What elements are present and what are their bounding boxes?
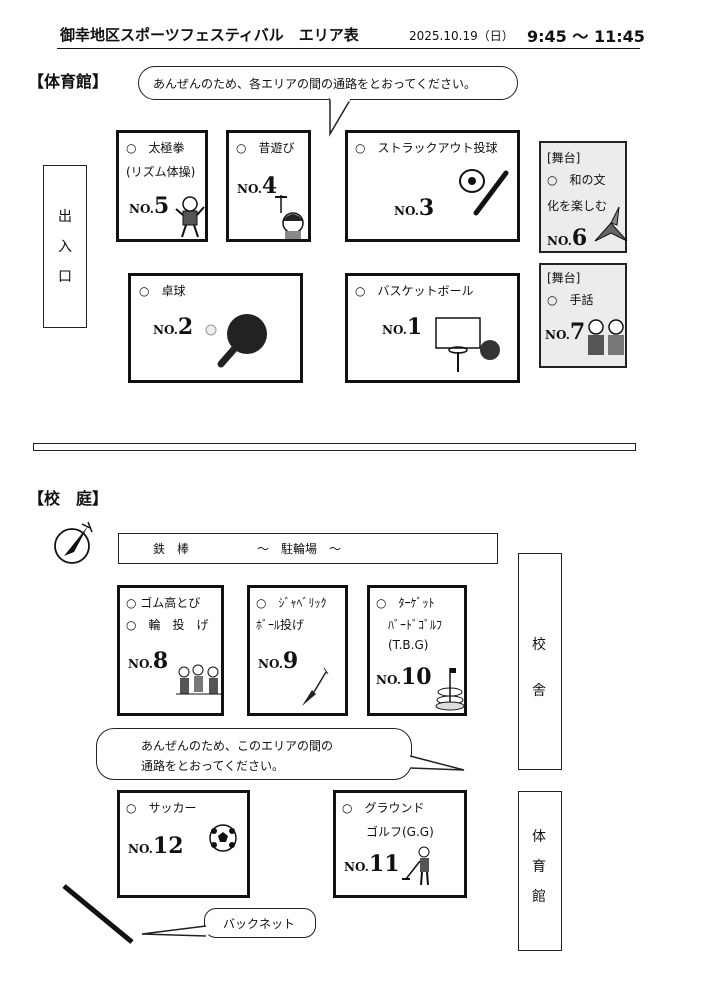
children-jumping-icon [176, 664, 222, 695]
page-title: 御幸地区スポーツフェスティバル エリア表 [60, 26, 359, 44]
back-net-line [62, 884, 134, 944]
yard-area-8[interactable]: ○ ゴム高とび ○ 輪 投 げ NO.8 [117, 585, 224, 716]
stage-6-name: ○ 和の文 [547, 173, 606, 187]
compass-north-icon [54, 521, 93, 564]
yard-area-11[interactable]: ○ グラウンド ゴルフ(G.G) NO.11 [333, 790, 467, 898]
area-10-name2: ﾊﾞｰﾄﾞｺﾞﾙﾌ [388, 618, 443, 632]
area-9-number: NO.9 [258, 648, 299, 674]
area-8-name2: ○ 輪 投 げ [126, 618, 209, 632]
area-9-name1: ○ ｼﾞｬﾍﾞﾘｯｸ [256, 596, 327, 610]
stage-6-number: NO.6 [547, 225, 588, 251]
javelin-ball-icon [302, 667, 329, 706]
area-11-name1: ○ グラウンド [342, 801, 425, 815]
stage-7-number: NO.7 [545, 319, 586, 345]
school-label: 校舎 [532, 637, 546, 699]
page-header: 御幸地区スポーツフェスティバル エリア表 2025.10.19（日） 9:45 … [57, 22, 645, 49]
area-10-number: NO.10 [376, 664, 432, 690]
area-5-sub: (リズム体操) [126, 165, 196, 179]
taichi-figure-icon [175, 196, 205, 238]
area-5-number: NO.5 [129, 193, 170, 219]
area-12-name: ○ サッカー [126, 801, 197, 815]
area-4-name: ○ 昔遊び [236, 141, 295, 155]
yard-notice-line2: 通路をとおってください。 [141, 759, 285, 773]
yard-heading: 【校 庭】 [28, 489, 109, 508]
stage-7-tag: [舞台] [547, 271, 581, 285]
area-11-name2: ゴルフ(G.G) [366, 825, 434, 839]
gymnasium-label: 体育館 [532, 829, 546, 905]
basketball-hoop-icon [435, 317, 500, 372]
school-building[interactable]: 校舎 [518, 553, 562, 770]
section-divider [33, 443, 636, 451]
target-birdie-golf-icon [435, 668, 465, 711]
parking-label: ～ 駐輪場 ～ [257, 542, 342, 556]
area-5-name: ○ 太極拳 [126, 141, 185, 155]
gym-entrance[interactable]: 出入口 [43, 165, 87, 328]
gym-area-5[interactable]: ○ 太極拳 (リズム体操) NO.5 [116, 130, 208, 242]
area-10-name1: ○ ﾀｰｹﾞｯﾄ [376, 596, 435, 610]
glove-bat-icon [459, 169, 509, 216]
yard-area-12[interactable]: ○ サッカー NO.12 [117, 790, 250, 898]
backnet-label: バックネット [223, 917, 296, 931]
area-1-name: ○ バスケットボール [355, 284, 474, 298]
area-10-name3: (T.B.G) [388, 638, 429, 652]
ground-golf-player-icon [402, 846, 430, 886]
yard-notice-pointer [407, 755, 465, 771]
area-12-number: NO.12 [128, 833, 184, 859]
stage-7-name: ○ 手話 [547, 293, 594, 307]
area-4-number: NO.4 [237, 173, 278, 199]
yard-notice-line1: あんぜんのため、このエリアの間の [141, 739, 334, 753]
area-2-name: ○ 卓球 [139, 284, 186, 298]
gym-heading: 【体育館】 [28, 72, 109, 91]
area-9-name2: ﾎﾞｰﾙ投げ [256, 618, 305, 632]
stage-6-sub: 化を楽しむ [547, 199, 608, 213]
gym-entrance-label: 出入口 [58, 209, 72, 285]
area-3-name: ○ ストラックアウト投球 [355, 141, 498, 155]
gym-area-1[interactable]: ○ バスケットボール NO.1 [345, 273, 520, 383]
area-8-name1: ○ ゴム高とび [126, 596, 201, 610]
paper-crane-icon [594, 206, 628, 242]
stage-6-tag: [舞台] [547, 151, 581, 165]
event-date: 2025.10.19（日） [409, 29, 514, 43]
yard-area-10[interactable]: ○ ﾀｰｹﾞｯﾄ ﾊﾞｰﾄﾞｺﾞﾙﾌ (T.B.G) NO.10 [367, 585, 467, 716]
gym-area-3[interactable]: ○ ストラックアウト投球 NO.3 [345, 130, 520, 242]
stage-area-7[interactable]: [舞台] ○ 手話 NO.7 [539, 263, 627, 368]
backnet-pointer [141, 925, 209, 937]
gym-area-4[interactable]: ○ 昔遊び NO.4 [226, 130, 311, 242]
yard-notice-bubble: あんぜんのため、このエリアの間の 通路をとおってください。 [96, 728, 412, 780]
soccer-ball-icon [209, 824, 237, 852]
sign-language-people-icon [588, 319, 624, 355]
ping-pong-paddle-icon [205, 314, 267, 368]
gym-notice-text: あんぜんのため、各エリアの間の通路をとおってください。 [153, 77, 477, 91]
area-11-number: NO.11 [344, 851, 400, 877]
bars-label: 鉄 棒 [153, 542, 190, 556]
backnet-bubble: バックネット [204, 908, 316, 938]
gym-area-2[interactable]: ○ 卓球 NO.2 [128, 273, 303, 383]
area-1-number: NO.1 [382, 314, 423, 340]
bars-parking-strip[interactable]: 鉄 棒 ～ 駐輪場 ～ [118, 533, 498, 564]
gymnasium-building[interactable]: 体育館 [518, 791, 562, 951]
old-games-figure-icon [275, 195, 304, 239]
gym-notice-bubble: あんぜんのため、各エリアの間の通路をとおってください。 [138, 66, 518, 100]
event-time: 9:45 ～ 11:45 [527, 27, 645, 46]
area-8-number: NO.8 [128, 648, 169, 674]
yard-area-9[interactable]: ○ ｼﾞｬﾍﾞﾘｯｸ ﾎﾞｰﾙ投げ NO.9 [247, 585, 348, 716]
stage-area-6[interactable]: [舞台] ○ 和の文 化を楽しむ NO.6 [539, 141, 628, 253]
area-2-number: NO.2 [153, 314, 194, 340]
gym-notice-pointer [329, 96, 351, 137]
area-3-number: NO.3 [394, 195, 435, 221]
